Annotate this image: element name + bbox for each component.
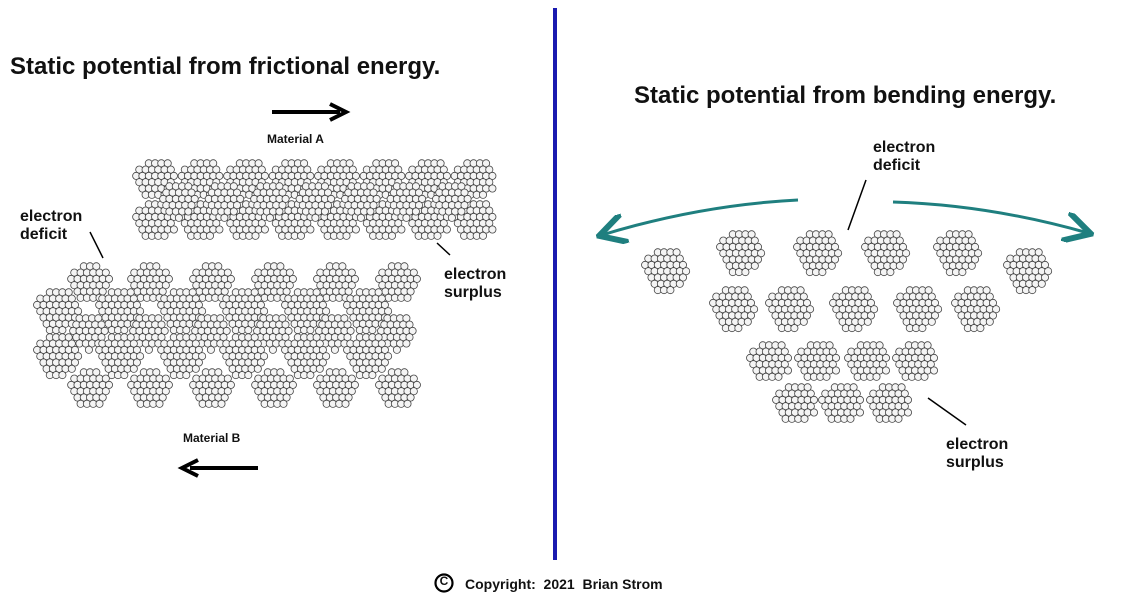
left-deficit-label: electron deficit xyxy=(20,208,82,244)
right-deficit-label: electron deficit xyxy=(873,139,935,175)
molecule-cluster xyxy=(343,333,393,380)
molecule-cluster xyxy=(204,182,245,222)
left-surplus-label-line1: electron xyxy=(444,266,507,283)
curved-arrow-right-icon xyxy=(892,200,1088,233)
molecule-cluster xyxy=(951,286,1001,333)
right-surplus-label-line1: electron xyxy=(946,436,1009,453)
molecule-cluster xyxy=(818,383,865,423)
right-deficit-label-line1: electron xyxy=(873,139,936,156)
molecule-cluster xyxy=(746,341,793,381)
molecule-cluster xyxy=(893,286,943,333)
molecule-cluster xyxy=(157,333,207,380)
molecule-cluster xyxy=(189,368,235,408)
molecule-cluster xyxy=(432,182,472,222)
molecule-cluster xyxy=(177,159,224,199)
molecule-cluster xyxy=(1003,248,1053,295)
material-a-molecules xyxy=(132,159,497,240)
molecule-cluster xyxy=(33,333,83,380)
molecule-cluster xyxy=(33,288,83,335)
left-deficit-label-line1: electron xyxy=(20,208,83,225)
molecule-cluster xyxy=(281,333,331,380)
molecule-cluster xyxy=(67,368,114,408)
molecule-cluster xyxy=(866,383,913,423)
molecule-cluster xyxy=(861,230,911,277)
molecule-cluster xyxy=(709,286,759,333)
right-deficit-leader-line xyxy=(847,179,867,231)
molecule-cluster xyxy=(127,368,173,408)
molecule-cluster xyxy=(189,262,235,302)
panel-divider xyxy=(553,8,557,560)
molecule-cluster xyxy=(765,286,815,333)
material-a-label: Material A xyxy=(267,132,324,146)
copyright-symbol: C xyxy=(439,574,449,588)
molecule-cluster xyxy=(313,368,359,408)
bent-material-molecules xyxy=(641,230,1053,423)
curved-arrow-left-icon xyxy=(602,198,799,235)
molecule-cluster xyxy=(793,230,843,277)
molecule-cluster xyxy=(251,368,297,408)
molecule-cluster xyxy=(129,314,169,354)
molecule-cluster xyxy=(375,262,421,302)
molecule-cluster xyxy=(157,288,207,335)
right-panel-title: Static potential from bending energy. xyxy=(634,82,1057,109)
left-panel-title: Static potential from frictional energy. xyxy=(10,53,441,80)
molecule-cluster xyxy=(191,314,231,354)
right-surplus-label-line2: surplus xyxy=(946,454,1004,471)
molecule-cluster xyxy=(772,383,819,423)
molecule-cluster xyxy=(844,341,891,381)
copyright-text: Copyright: 2021 Brian Strom xyxy=(465,576,663,592)
molecule-cluster xyxy=(933,230,983,277)
molecule-cluster xyxy=(794,341,841,381)
molecule-cluster xyxy=(892,341,939,381)
molecule-cluster xyxy=(219,333,269,380)
deficit-leader-line xyxy=(89,231,104,259)
copyright-icon xyxy=(434,573,454,593)
surplus-leader-line xyxy=(436,242,451,256)
molecule-cluster xyxy=(716,230,766,277)
molecule-cluster xyxy=(343,288,393,335)
right-surplus-leader-line xyxy=(927,397,967,426)
right-surplus-label: electron surplus xyxy=(946,436,1008,472)
left-surplus-label-line2: surplus xyxy=(444,284,502,301)
molecule-cluster xyxy=(641,248,691,295)
molecule-cluster xyxy=(159,182,199,222)
molecule-cluster xyxy=(253,314,293,354)
molecule-cluster xyxy=(386,182,427,222)
molecule-cluster xyxy=(251,262,297,302)
molecule-cluster xyxy=(95,333,145,380)
molecule-cluster xyxy=(829,286,879,333)
molecule-cluster xyxy=(295,182,336,222)
molecule-cluster xyxy=(313,262,359,302)
material-b-label: Material B xyxy=(183,431,241,445)
molecule-cluster xyxy=(127,262,173,302)
left-surplus-label: electron surplus xyxy=(444,266,506,302)
molecule-cluster xyxy=(315,314,355,354)
molecule-cluster xyxy=(69,314,109,354)
molecule-cluster xyxy=(250,182,290,222)
arrow-left-icon xyxy=(177,458,258,478)
molecule-cluster xyxy=(281,288,331,335)
molecule-cluster xyxy=(377,314,417,354)
material-b-molecules xyxy=(33,262,421,408)
arrow-right-icon xyxy=(272,102,351,122)
molecule-cluster xyxy=(450,159,497,199)
molecule-cluster xyxy=(375,368,421,408)
molecule-cluster xyxy=(341,182,381,222)
left-deficit-label-line2: deficit xyxy=(20,226,68,243)
right-deficit-label-line2: deficit xyxy=(873,157,921,174)
